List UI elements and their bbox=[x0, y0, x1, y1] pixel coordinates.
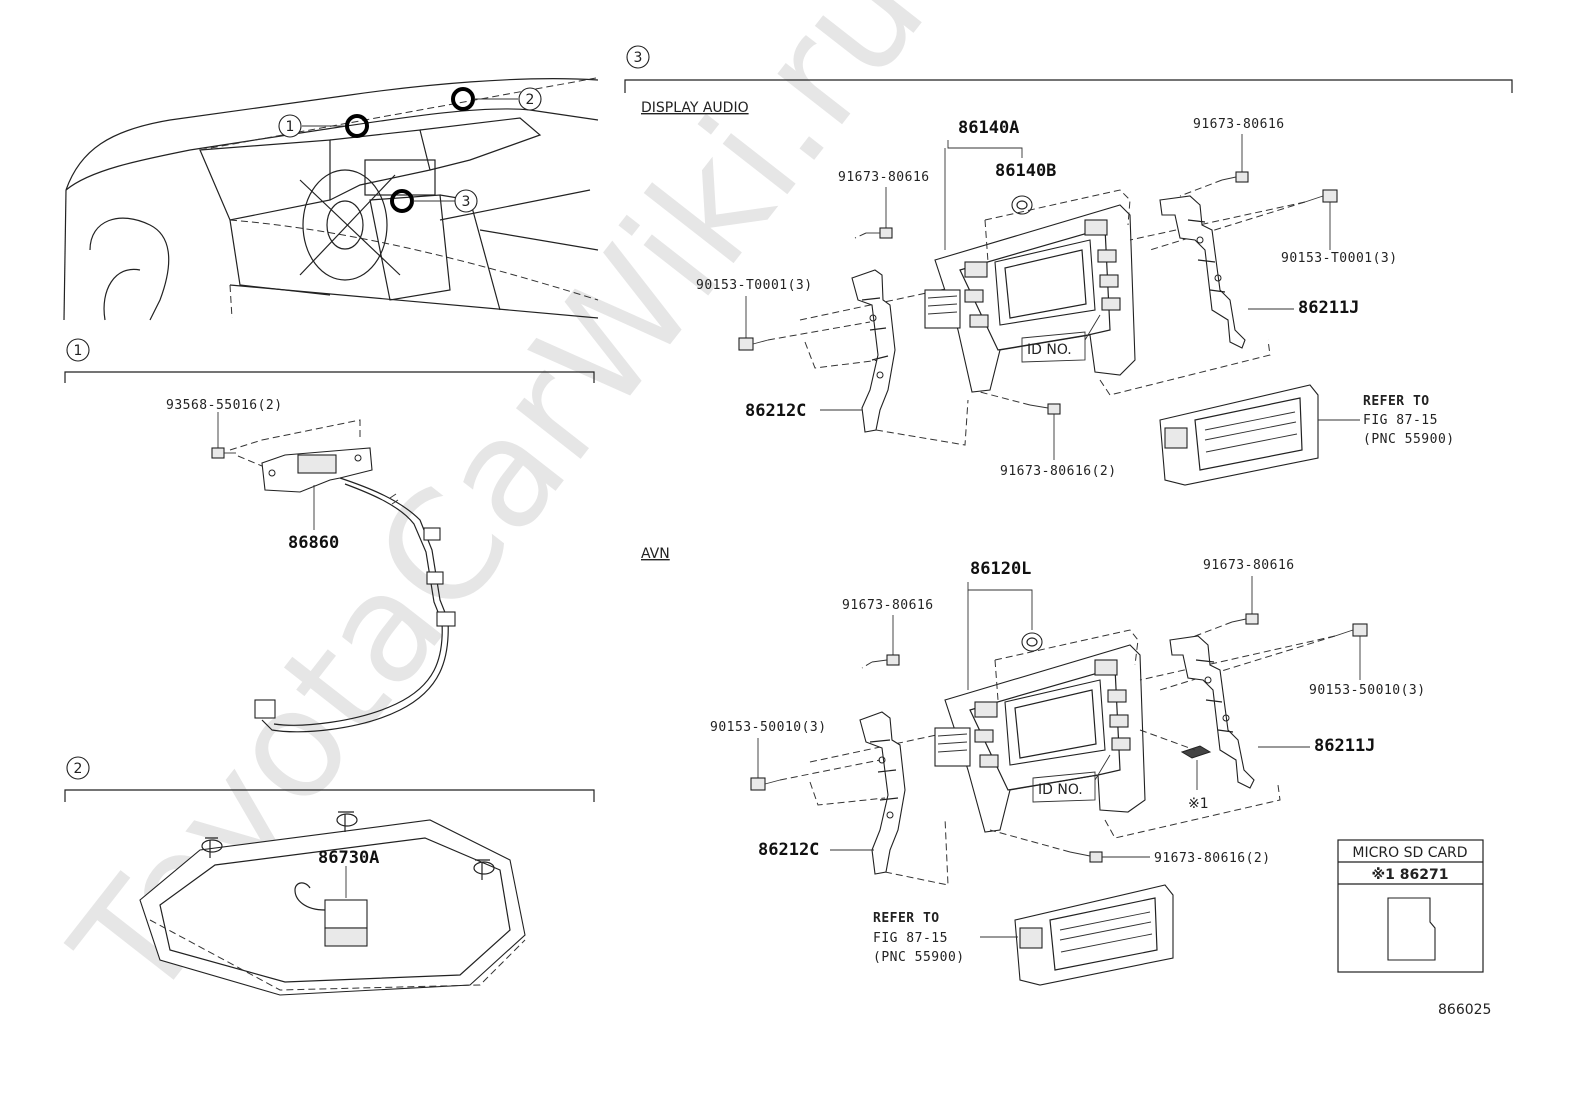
refer-da-line1: REFER TO bbox=[1363, 394, 1430, 409]
sd-box-note: ※1 86271 bbox=[1372, 867, 1449, 883]
refer-avn-line1: REFER TO bbox=[873, 911, 940, 926]
heading-display-audio: DISPLAY AUDIO bbox=[641, 100, 749, 116]
part-label-86860: 86860 bbox=[288, 533, 339, 553]
bracket-left-avn bbox=[859, 711, 906, 875]
svg-text:2: 2 bbox=[526, 92, 535, 108]
section-1: 1 93568-55016(2) 86860 bbox=[64, 338, 595, 733]
svg-text:2: 2 bbox=[74, 761, 83, 777]
svg-text:1: 1 bbox=[74, 343, 83, 359]
screw-label-da-left: 91673-80616 bbox=[838, 170, 930, 185]
bolt-label-da-right: 90153-T0001(3) bbox=[1281, 251, 1398, 266]
bolt-icon bbox=[1304, 189, 1338, 203]
screw-icon bbox=[211, 447, 236, 459]
label-86212C-avn: 86212C bbox=[758, 840, 819, 860]
screw-label-avn-right: 91673-80616 bbox=[1203, 558, 1295, 573]
section-3: 3 DISPLAY AUDIO 86140A 86140B 91673-8061… bbox=[624, 45, 1513, 986]
bolt-icon bbox=[1334, 623, 1368, 637]
bracket-right-da bbox=[1159, 195, 1246, 349]
label-86211J-da: 86211J bbox=[1298, 298, 1359, 318]
screw-label-da-bottom: 91673-80616(2) bbox=[1000, 464, 1117, 479]
heading-avn: AVN bbox=[641, 546, 670, 562]
camera-harness bbox=[254, 477, 456, 733]
refer-avn-line2: FIG 87-15 bbox=[873, 931, 948, 946]
bolt-icon bbox=[750, 777, 781, 791]
id-no-da: ID NO. bbox=[1027, 342, 1072, 358]
microphone-unit bbox=[294, 882, 368, 947]
refer-da-line2: FIG 87-15 bbox=[1363, 413, 1438, 428]
screw-label-avn-left: 91673-80616 bbox=[842, 598, 934, 613]
refer-avn-line3: (PNC 55900) bbox=[873, 950, 965, 965]
bolt-label-avn-left: 90153-50010(3) bbox=[710, 720, 827, 735]
bracket-right-avn bbox=[1169, 635, 1255, 789]
screw-icon bbox=[1029, 403, 1061, 415]
label-86140B: 86140B bbox=[995, 161, 1056, 181]
climate-control-panel-avn bbox=[1014, 884, 1174, 986]
camera-unit bbox=[261, 447, 373, 493]
micro-sd-card-box: MICRO SD CARD ※1 86271 bbox=[1337, 839, 1484, 973]
section-2-marker: 2 bbox=[66, 756, 90, 780]
bolt-icon bbox=[738, 337, 769, 351]
knob-86140B bbox=[1011, 195, 1033, 215]
bolt-label-da-left: 90153-T0001(3) bbox=[696, 278, 813, 293]
note-mark-avn: ※1 bbox=[1188, 796, 1209, 812]
screw-icon bbox=[871, 654, 900, 666]
climate-control-panel-da bbox=[1159, 384, 1319, 486]
avn-head-unit bbox=[934, 644, 1146, 833]
screw-label-avn-bottom: 91673-80616(2) bbox=[1154, 851, 1271, 866]
callout-2: 2 bbox=[518, 87, 542, 111]
callout-1: 1 bbox=[278, 114, 302, 138]
label-86140A: 86140A bbox=[958, 118, 1019, 138]
screw-icon bbox=[1221, 171, 1249, 183]
knob-avn bbox=[1021, 632, 1043, 652]
figure-number: 866025 bbox=[1438, 1002, 1491, 1018]
bolt-label-avn-right: 90153-50010(3) bbox=[1309, 683, 1426, 698]
id-no-avn: ID NO. bbox=[1038, 782, 1083, 798]
section-1-marker: 1 bbox=[66, 338, 90, 362]
section-3-marker: 3 bbox=[626, 45, 650, 69]
label-86212C-da: 86212C bbox=[745, 401, 806, 421]
screw-icon bbox=[1069, 851, 1103, 863]
svg-text:3: 3 bbox=[462, 194, 471, 210]
label-86120L: 86120L bbox=[970, 559, 1031, 579]
bracket-left-da bbox=[851, 269, 896, 433]
sd-box-title: MICRO SD CARD bbox=[1352, 845, 1467, 861]
part-label-86730A: 86730A bbox=[318, 848, 379, 868]
callout-3: 3 bbox=[454, 189, 478, 213]
section-2: 2 86730A bbox=[64, 756, 595, 996]
label-86211J-avn: 86211J bbox=[1314, 736, 1375, 756]
micro-sd-card-icon bbox=[1387, 897, 1436, 961]
screw-icon bbox=[1231, 613, 1259, 625]
screw-label-da-right: 91673-80616 bbox=[1193, 117, 1285, 132]
dashboard-overview: 1 2 3 bbox=[63, 77, 599, 321]
display-audio-head-unit bbox=[924, 204, 1136, 393]
micro-sd-card-slot bbox=[1180, 745, 1212, 759]
svg-text:1: 1 bbox=[286, 119, 295, 135]
screw-icon bbox=[866, 227, 893, 239]
svg-text:3: 3 bbox=[634, 50, 643, 66]
screw-label-93568: 93568-55016(2) bbox=[166, 398, 283, 413]
refer-da-line3: (PNC 55900) bbox=[1363, 432, 1455, 447]
